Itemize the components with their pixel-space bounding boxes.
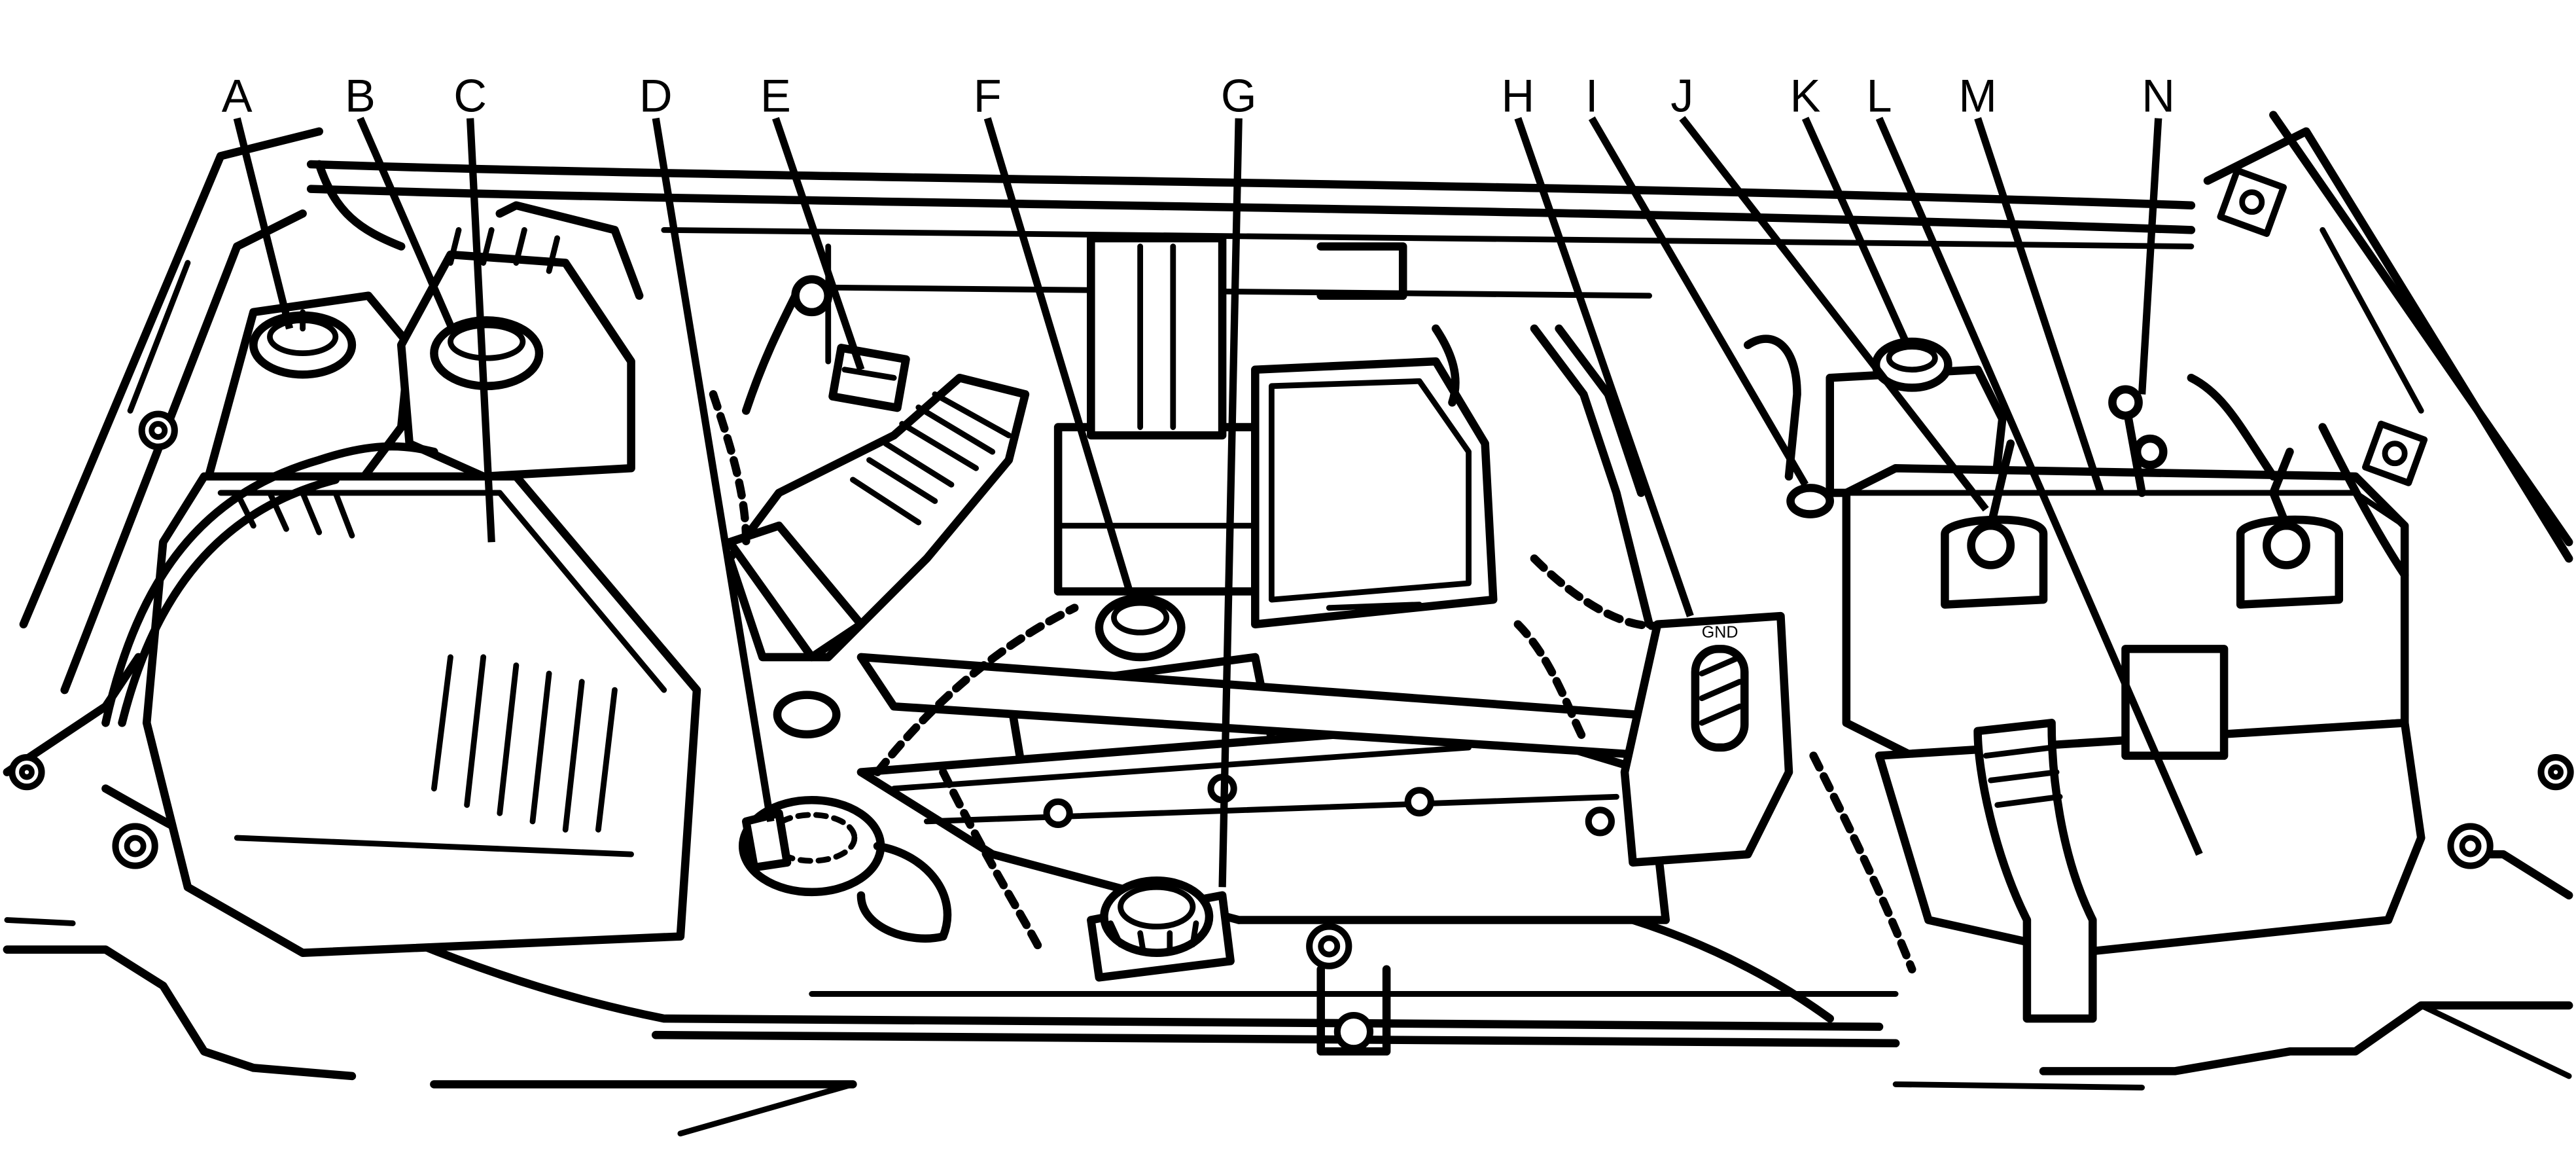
callout-m: M — [1958, 70, 1997, 122]
fender-bolt-icon — [2239, 189, 2265, 215]
battery-terminal-positive-icon — [2263, 521, 2310, 569]
coolant-surge-tank — [315, 160, 644, 481]
underhood-fuse-block — [1251, 242, 1498, 628]
leader-lines — [233, 116, 2203, 888]
battery-tray — [1875, 645, 2426, 1023]
brake-master-cylinder — [1743, 334, 2007, 518]
fender-right — [1892, 111, 2574, 1091]
callout-f: F — [974, 70, 1002, 122]
engine-valve-cover — [856, 653, 1785, 924]
callout-i: I — [1585, 70, 1598, 122]
callout-d: D — [639, 70, 673, 122]
callout-h: H — [1501, 70, 1534, 122]
air-cleaner-ribs — [234, 490, 618, 833]
battery — [1842, 439, 2409, 760]
callout-k: K — [1790, 70, 1821, 122]
fender-left — [3, 127, 357, 1081]
callout-c: C — [453, 70, 487, 122]
ground-stud-label: GND — [1702, 623, 1738, 641]
fill-cap-f-icon — [1095, 594, 1186, 662]
air-cleaner-housing — [101, 442, 701, 957]
callout-n: N — [2142, 70, 2175, 122]
callout-e: E — [760, 70, 791, 122]
support-bolt-icon — [1333, 1012, 1374, 1052]
callout-j: J — [1670, 70, 1693, 122]
callout-labels: A B C D E F G H I J K L M N — [222, 70, 2175, 122]
callout-l: L — [1866, 70, 1892, 122]
fender-bolt-icon — [138, 410, 178, 450]
callout-b: B — [345, 70, 376, 122]
air-intake-duct — [725, 373, 1030, 739]
positive-cable-junction — [2108, 373, 2409, 579]
radiator-pressure-cap — [1087, 876, 1235, 982]
ground-stud-bracket: GND — [1530, 324, 1793, 867]
callout-a: A — [222, 70, 253, 122]
callout-g: G — [1221, 70, 1257, 122]
battery-terminal-negative-icon — [1967, 521, 2015, 569]
sensor-connector — [741, 275, 910, 415]
